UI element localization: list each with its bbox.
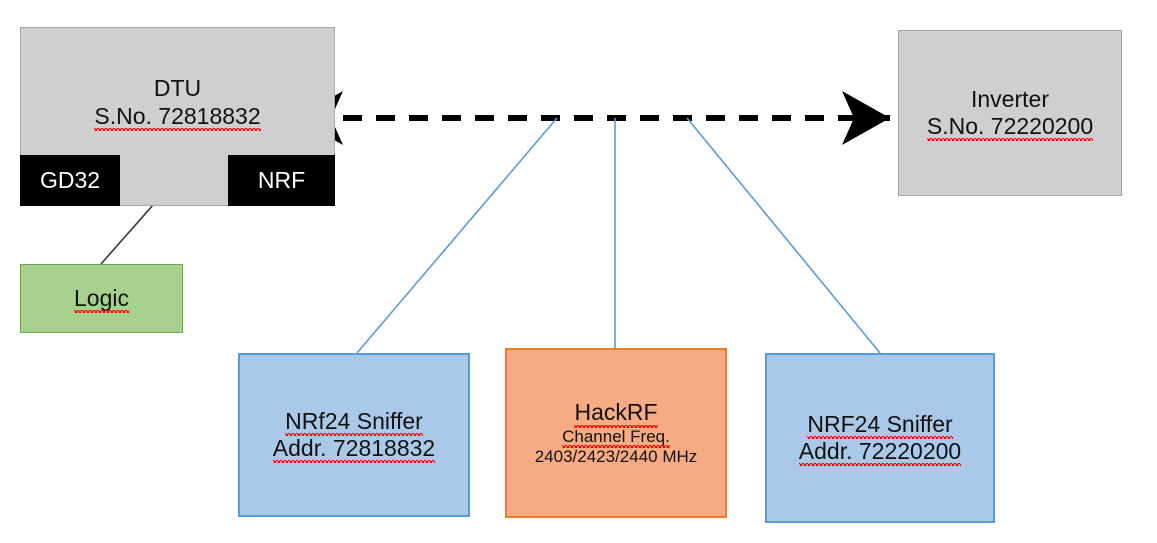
nrf-block[interactable]: NRF [228, 155, 335, 206]
inverter-serial: S.No. 72220200 [926, 113, 1094, 142]
gd32-block[interactable]: GD32 [20, 155, 120, 206]
sniffer-left-line2: Addr. 72818832 [272, 435, 436, 464]
dtu-serial: S.No. 72818832 [94, 102, 261, 131]
gd32-label: GD32 [39, 166, 101, 193]
logic-label: Logic [74, 284, 129, 314]
sniffer-right-tap-wire [686, 117, 881, 354]
hackrf-line1: Channel Freq. [562, 426, 670, 448]
sniffer-right-line2: Addr. 72220200 [798, 438, 962, 467]
inverter-block[interactable]: Inverter S.No. 72220200 [898, 30, 1122, 196]
logic-block[interactable]: Logic [20, 264, 183, 333]
sniffer-left-block[interactable]: NRf24 Sniffer Addr. 72818832 [238, 353, 470, 517]
hackrf-title: HackRF [574, 399, 658, 428]
dtu-title: DTU [153, 75, 202, 102]
sniffer-left-tap-wire [356, 117, 558, 354]
sniffer-left-line1: NRf24 Sniffer [285, 407, 423, 437]
hackrf-line2: 2403/2423/2440 MHz [534, 446, 698, 466]
sniffer-right-line1: NRF24 Sniffer [807, 410, 953, 440]
inverter-title: Inverter [971, 85, 1049, 112]
sniffer-right-block[interactable]: NRF24 Sniffer Addr. 72220200 [765, 353, 995, 523]
hackrf-block[interactable]: HackRF Channel Freq. 2403/2423/2440 MHz [505, 348, 727, 518]
nrf-label: NRF [257, 166, 306, 193]
